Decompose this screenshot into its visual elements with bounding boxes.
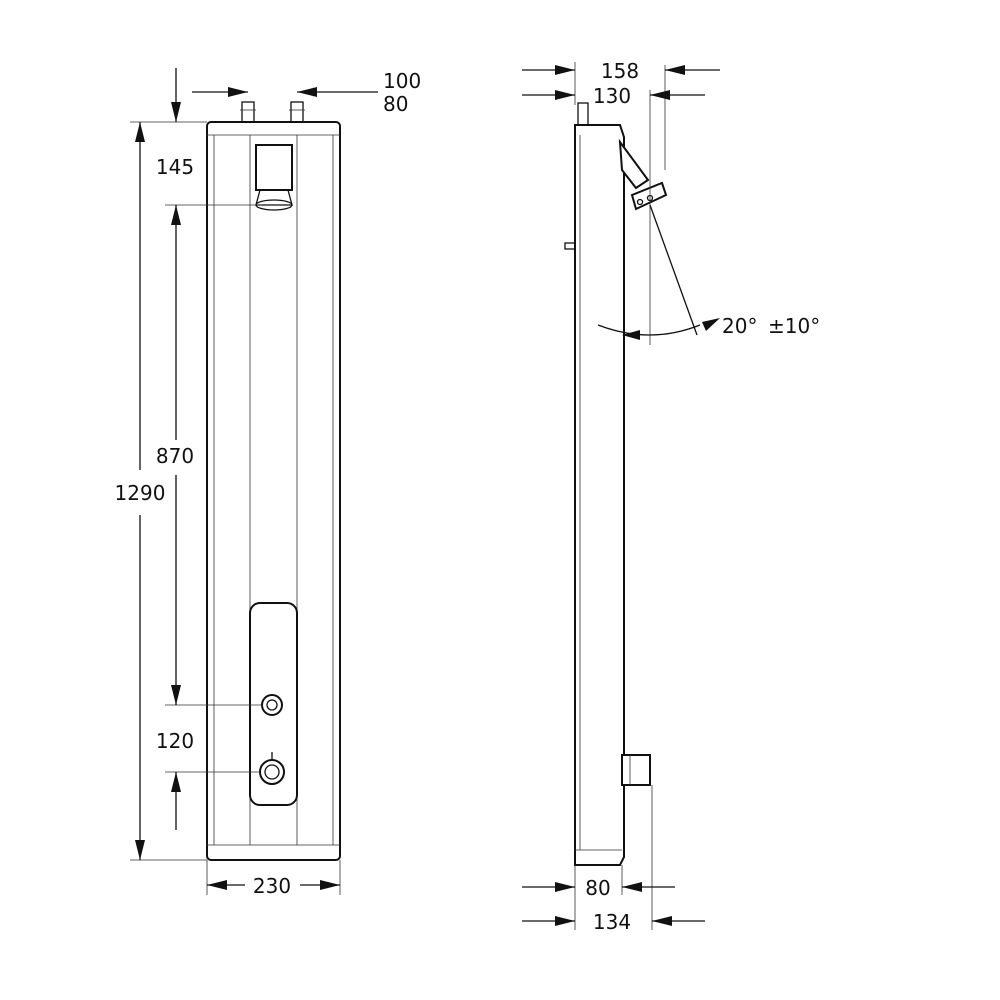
dim-width: 230 bbox=[253, 874, 291, 898]
dim-depth-with-knob: 134 bbox=[593, 910, 631, 934]
dim-depth: 80 bbox=[585, 876, 610, 900]
water-inlets bbox=[240, 101, 305, 123]
dim-head-to-button: 870 bbox=[156, 444, 194, 468]
push-button bbox=[261, 694, 283, 716]
side-view: 20° ±10° 158 130 80 134 bbox=[522, 59, 820, 934]
thermostat-knob-side bbox=[621, 754, 651, 786]
shower-arm bbox=[618, 138, 650, 190]
panel-side bbox=[574, 124, 625, 866]
shower-head bbox=[255, 144, 293, 211]
front-view: 1290 145 870 120 100 80 230 bbox=[115, 68, 421, 898]
dim-angle-tolerance: ±10° bbox=[768, 314, 820, 338]
thermostat-knob bbox=[259, 759, 285, 785]
dim-head-projection: 158 bbox=[601, 59, 639, 83]
dim-total-height: 1290 bbox=[115, 481, 166, 505]
dim-inlet-spacing-inner: 80 bbox=[383, 92, 408, 116]
dim-button-to-knob: 120 bbox=[156, 729, 194, 753]
dim-head-height: 145 bbox=[156, 155, 194, 179]
dim-inlet-spacing-outer: 100 bbox=[383, 69, 421, 93]
panel-front bbox=[206, 121, 341, 861]
dim-angle: 20° bbox=[722, 314, 757, 338]
dim-inlet-projection: 130 bbox=[593, 84, 631, 108]
